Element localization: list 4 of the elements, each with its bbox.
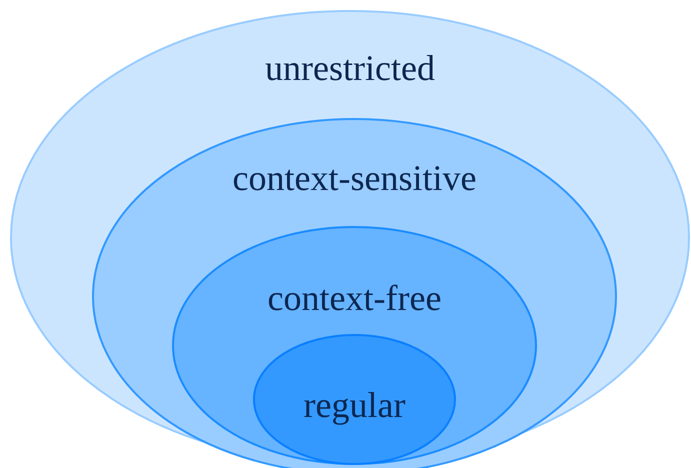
set-label: context-free — [268, 277, 442, 319]
set-label: context-sensitive — [232, 157, 476, 199]
set-label: unrestricted — [265, 47, 435, 89]
set-label: regular — [304, 384, 406, 426]
